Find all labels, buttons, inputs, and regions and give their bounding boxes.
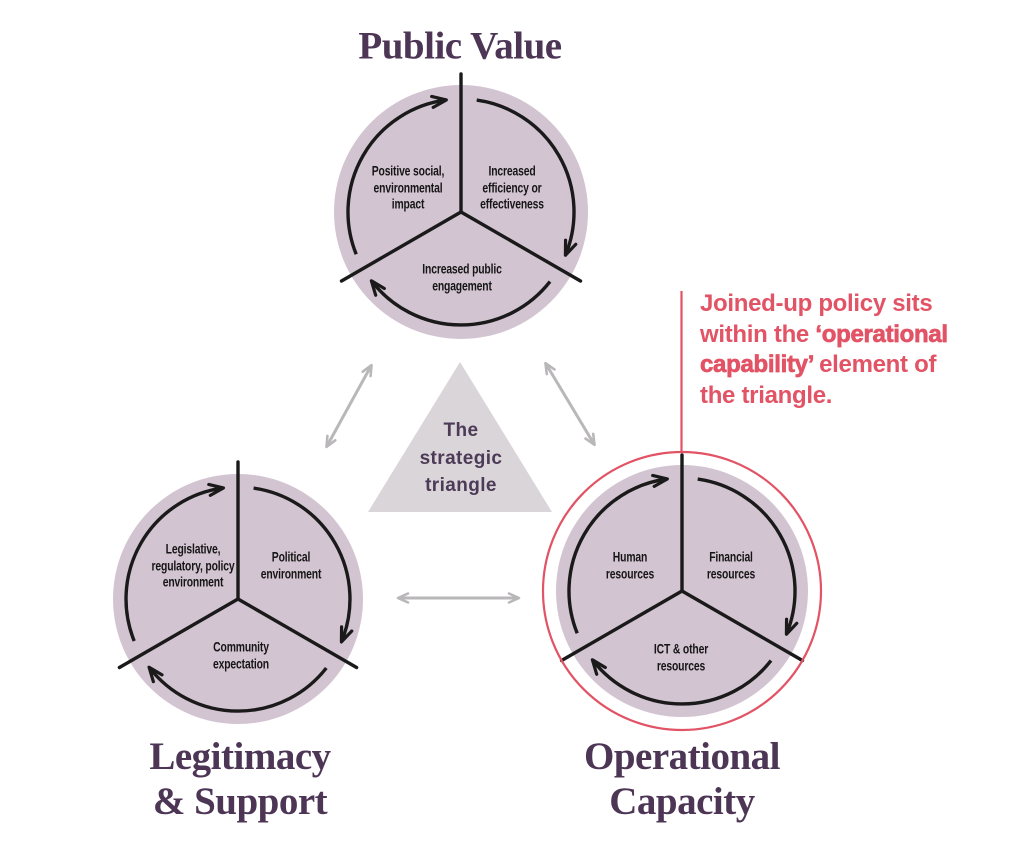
- connector-arrow-top-left: [325, 363, 373, 449]
- legitimacy-support-left-label: Legislative, regulatory, policy environm…: [151, 540, 235, 590]
- legitimacy-support-spokes: [117, 460, 359, 670]
- public-value-spokes: [339, 72, 583, 283]
- connector-arrow-top-right: [544, 361, 596, 447]
- operational-capacity-spokes: [559, 453, 805, 663]
- highlight-annotation-graphics: [541, 291, 823, 732]
- annotation-line-4: the triangle.: [700, 381, 833, 409]
- operational-capacity-circle-graphic: [556, 453, 808, 717]
- legitimacy-support-bottom-label: Community expectation: [213, 638, 269, 672]
- public-value-left-label: Positive social, environmental impact: [371, 162, 445, 212]
- public-value-bottom-label: Increased public engagement: [422, 260, 502, 294]
- legitimacy-support-title: Legitimacy & Support: [149, 735, 331, 823]
- public-value-cycle-arrows: [346, 94, 578, 327]
- operational-capacity-title: Operational Capacity: [584, 735, 781, 823]
- annotation-line-1: Joined-up policy sits: [700, 290, 933, 317]
- annotation-line-3: capability’ element of: [700, 351, 937, 379]
- public-value-right-label: Increased efficiency or effectiveness: [480, 162, 544, 212]
- legitimacy-support-circle-graphic: [113, 460, 363, 724]
- operational-capacity-right-label: Financial resources: [706, 548, 756, 582]
- joined-up-policy-annotation: Joined-up policy sits within the ‘operat…: [700, 289, 1024, 411]
- legitimacy-support-cycle-arrows: [124, 482, 354, 713]
- annotation-line-2: within the ‘operational: [700, 320, 948, 348]
- public-value-title: Public Value: [358, 24, 562, 68]
- strategic-triangle-label: The strategic triangle: [419, 419, 503, 496]
- operational-capacity-bottom-label: ICT & other resources: [653, 640, 709, 674]
- public-value-circle-graphic: [334, 72, 588, 339]
- operational-capacity-cycle-arrows: [567, 473, 799, 706]
- strategic-triangle-shape: [368, 362, 552, 512]
- connector-arrows: [325, 361, 596, 604]
- operational-capacity-left-label: Human resources: [605, 548, 655, 582]
- legitimacy-support-right-label: Political environment: [260, 548, 322, 582]
